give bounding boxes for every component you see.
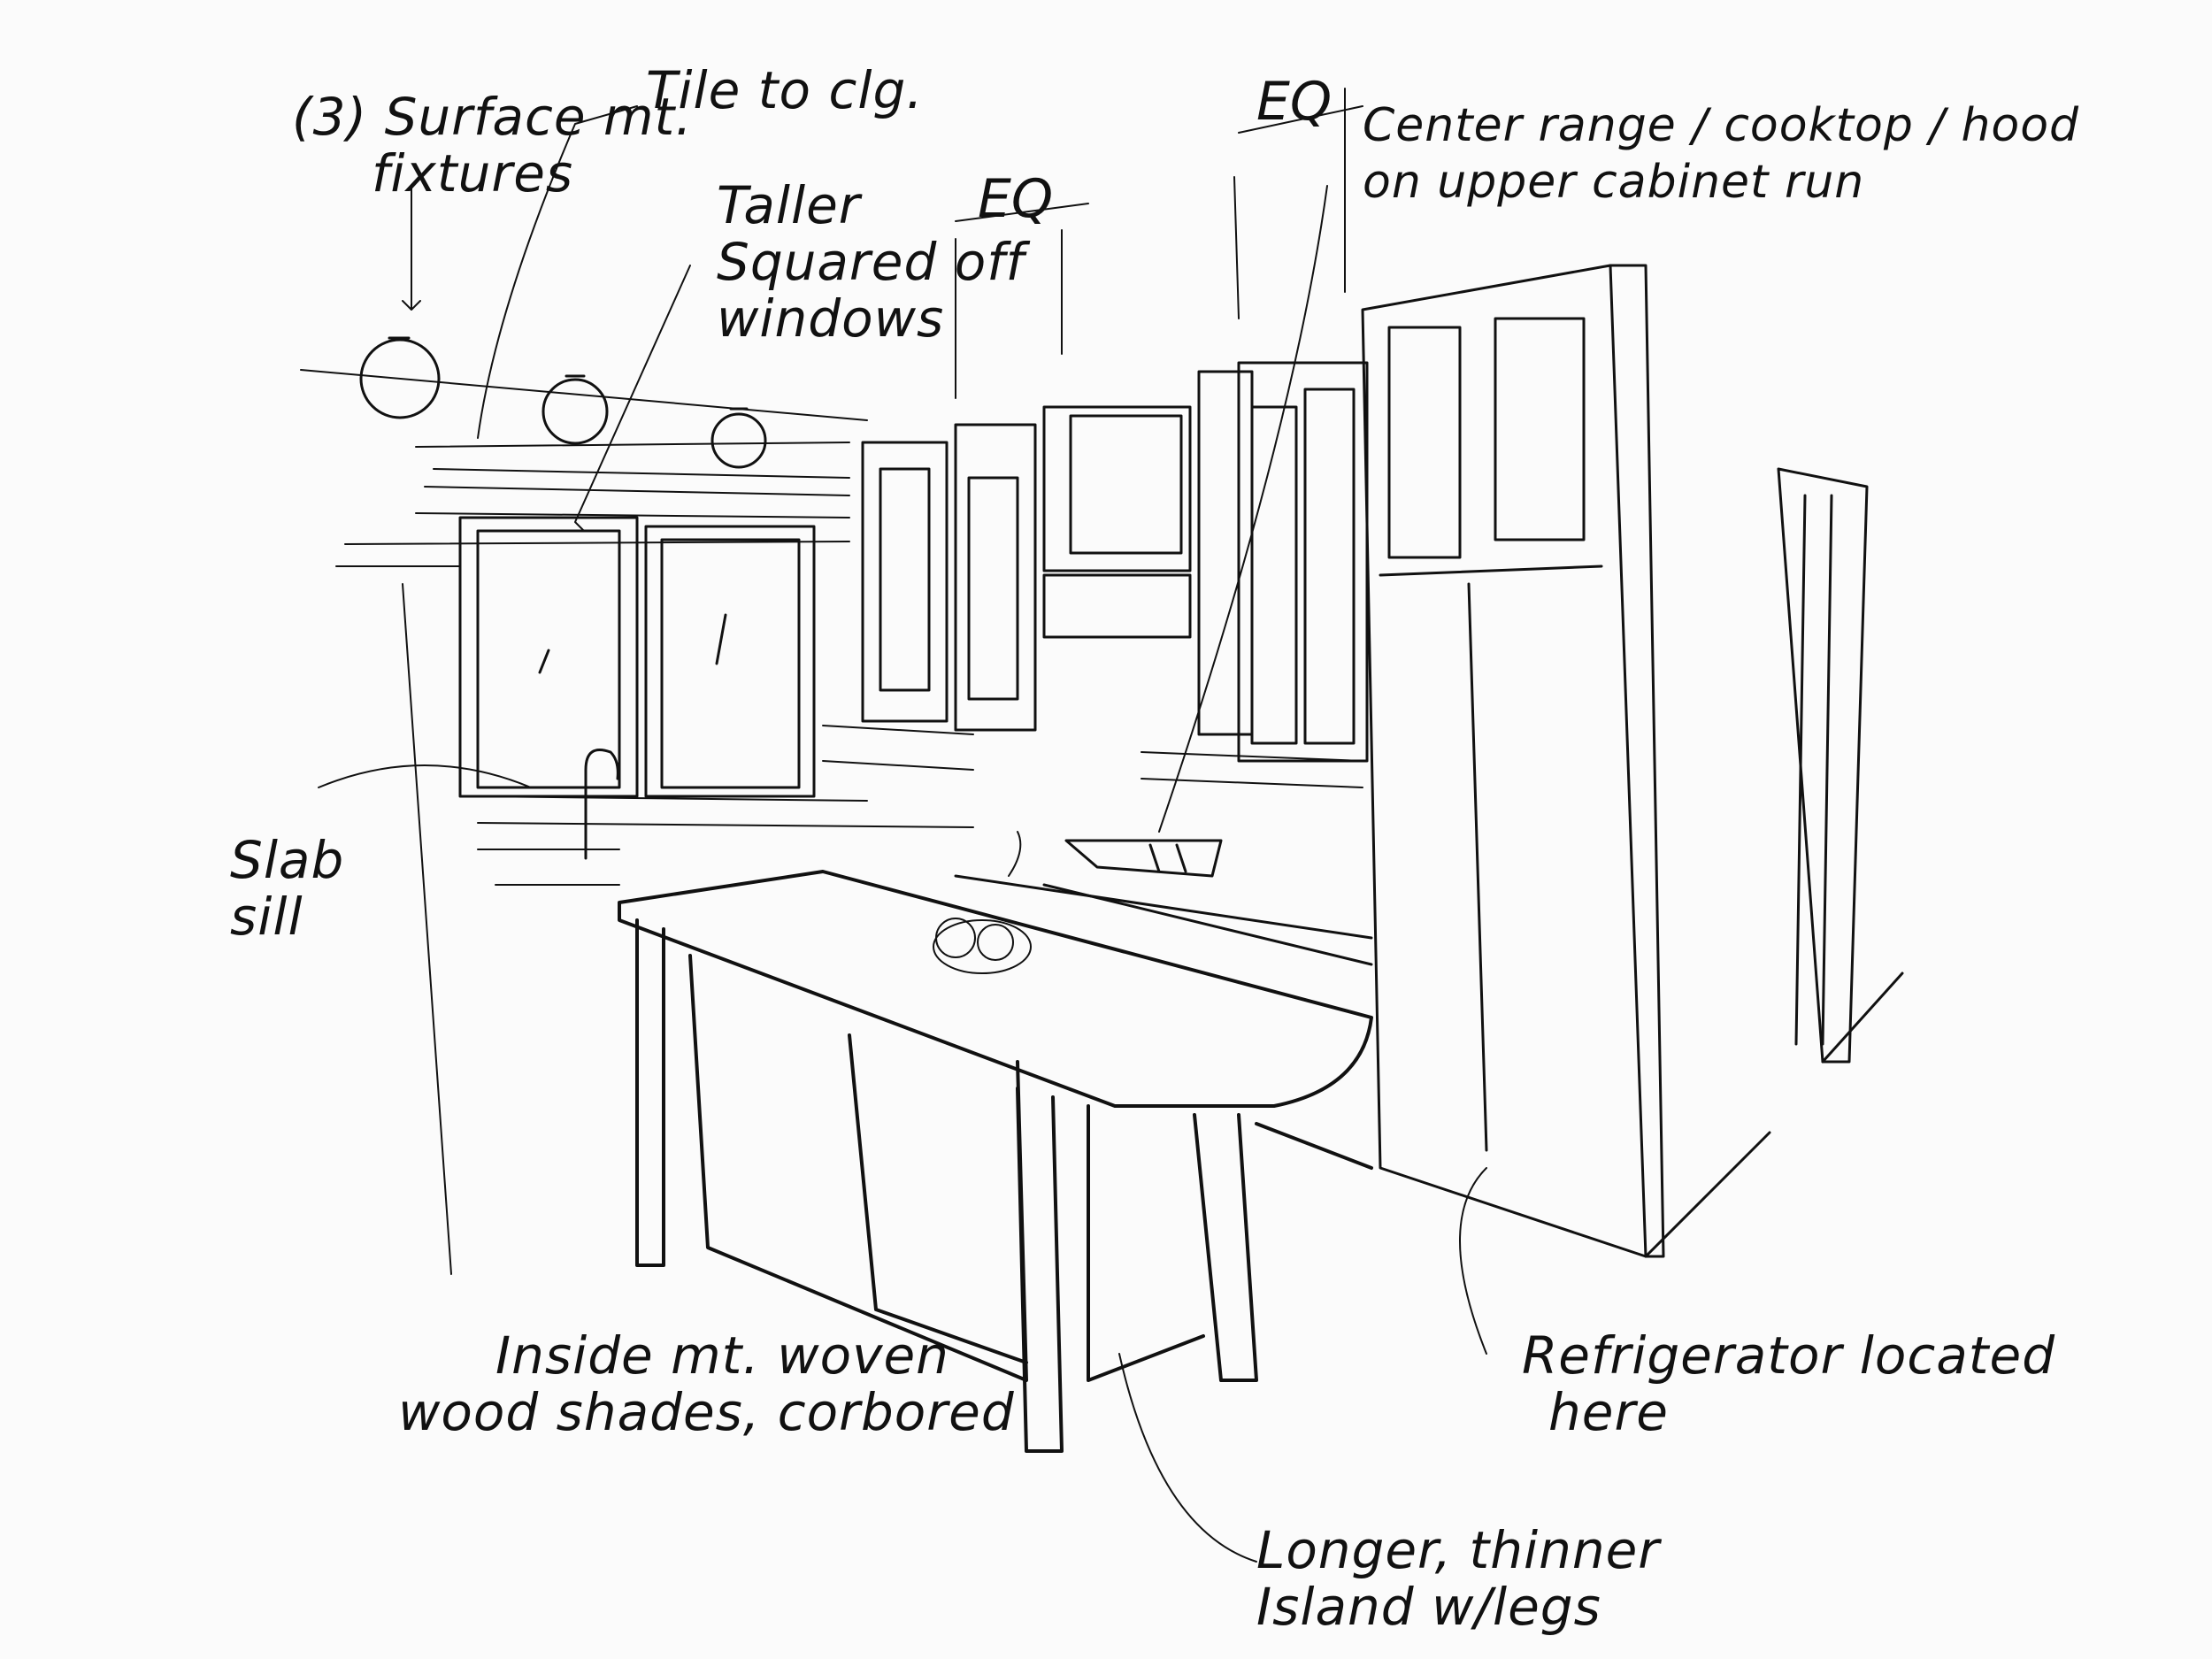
island-note: Longer, thinner Island w/legs <box>1256 1522 1660 1635</box>
fixtures-note-line-1: (3) Surface mt. <box>292 87 693 147</box>
windows <box>458 516 816 798</box>
fixtures-note: (3) Surface mt. fixtures <box>292 88 693 202</box>
cooktop <box>1064 839 1223 878</box>
eq-right-mark: EQ <box>1256 71 1333 133</box>
tile-note: Tile to clg. <box>646 60 924 120</box>
fruit-bowl <box>933 831 1032 974</box>
windows-note-line-3: windows <box>717 288 945 349</box>
island-note-line-1: Longer, thinner <box>1256 1520 1661 1580</box>
fixtures-note-line-2: fixtures <box>372 143 574 204</box>
pendant-fixtures <box>359 336 767 469</box>
eq-left-mark: EQ <box>978 168 1054 230</box>
leader-lines <box>318 88 1487 1563</box>
island <box>618 870 1373 1453</box>
sill-note-line-1: Slab <box>230 830 345 890</box>
tall-cabinet <box>1361 264 1771 1258</box>
windows-note-line-2: Squared off <box>717 232 1025 292</box>
range-note: Center range / cooktop / hood on upper c… <box>1363 97 2079 211</box>
inside-mount-note-line-2: wood shades, corbored <box>398 1382 1015 1442</box>
wall-edge <box>1777 467 1904 1064</box>
sill-note: Slab sill <box>230 832 344 945</box>
range-note-line-2: on upper cabinet run <box>1363 156 1865 209</box>
sill-note-line-2: sill <box>230 887 303 947</box>
windows-note-line-1: Taller <box>717 175 861 235</box>
base-counter <box>954 874 1373 966</box>
faucet <box>584 749 619 860</box>
island-note-line-2: Island w/legs <box>1256 1577 1601 1637</box>
range-note-line-1: Center range / cooktop / hood <box>1363 99 2080 152</box>
refrigerator-note: Refrigerator located here <box>1522 1327 2055 1440</box>
windows-note: Taller Squared off windows <box>717 177 1025 347</box>
tile-lines <box>300 369 1363 886</box>
inside-mount-note: Inside mt. woven wood shades, corbored <box>398 1327 1015 1440</box>
refrigerator-note-line-2: here <box>1548 1382 1669 1442</box>
upper-cabinets <box>861 361 1369 763</box>
inside-mount-note-line-1: Inside mt. woven <box>495 1325 949 1386</box>
refrigerator-note-line-1: Refrigerator located <box>1522 1325 2056 1386</box>
